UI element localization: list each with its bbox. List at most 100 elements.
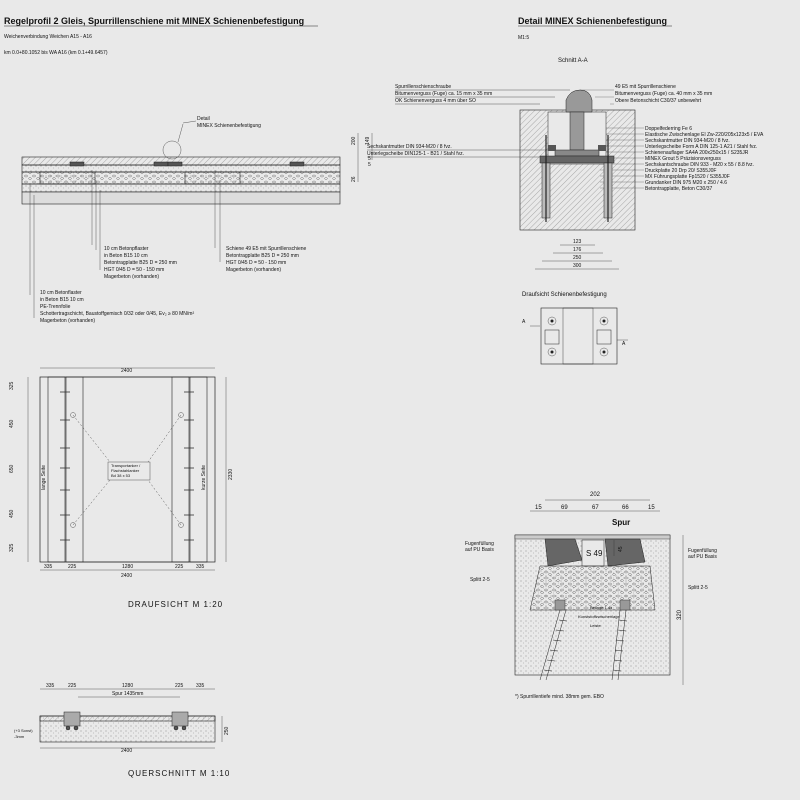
- cross-caption: QUERSCHNITT M 1:10: [128, 769, 230, 778]
- plan-bdim-4: 225: [175, 564, 184, 570]
- regelprofil-section: [21, 156, 341, 205]
- dr-label-8: Schienenauflager SA4A 200x250x15 / S235J…: [645, 150, 749, 156]
- dr-label-12: MX Führungsplatte Fp1520 / S355J0F: [645, 174, 730, 180]
- mid-layer-1: 10 cm Betonpflaster: [104, 246, 149, 252]
- sec2-right-2: auf PU Basis: [688, 554, 717, 560]
- dl-label-5: Unterlegscheibe DIN125-1 - B21 / Stahl f…: [367, 151, 464, 157]
- sec2-dim-5: 15: [648, 505, 655, 511]
- plan-caption: DRAUFSICHT M 1:20: [128, 600, 223, 609]
- sec2-dim-2: 69: [561, 505, 568, 511]
- sec2-right-1: Fugenfüllung: [688, 548, 717, 554]
- sec2-center-2: Kunststoffzwischenlage: [578, 614, 621, 619]
- dr-label-6: Sechskantmutter DIN 934-M20 / 8 fvz.: [645, 138, 730, 144]
- dim-v-4: 5: [368, 162, 371, 168]
- sec2-total: 202: [590, 492, 601, 498]
- dl-label-3: OK Schienenverguss 4 mm über SO: [395, 98, 476, 104]
- dim-v-1: 200: [351, 136, 357, 145]
- plan-ldim-5: 325: [9, 543, 15, 552]
- plan-detail-title: Draufsicht Schienenbefestigung: [522, 292, 607, 298]
- section-aa-drawing: [519, 89, 636, 231]
- dim-v-5: 26: [351, 176, 357, 182]
- sec2-rail: S 49: [586, 549, 603, 558]
- plan-width-bottom: 2400: [121, 573, 132, 579]
- mid-layer-4: HGT 0/45 D = 50 - 150 mm: [104, 267, 164, 273]
- detail-dim-1: 123: [573, 239, 582, 245]
- detail-label-2: MINEX Schienenbefestigung: [197, 123, 261, 129]
- marker-a-right: A: [622, 341, 626, 347]
- plan-ldim-3: 650: [9, 464, 15, 473]
- right-layer-1: Schiene 49 E5 mit Spurrillenschiene: [226, 246, 307, 252]
- sec2-center-1: Beilage 1-4x: [590, 605, 612, 610]
- dr-label-7: Unterlegscheibe Form A DIN 125-1 A21 / S…: [645, 144, 757, 150]
- dr-label-13: Grundanker DIN 975 M20 x 250 / 4.6: [645, 180, 727, 186]
- sec2-left-2: auf PU Basis: [465, 547, 494, 553]
- plan-side-right: kurze Seite: [201, 465, 207, 490]
- plan-center-3: Bd 38 x 53: [111, 473, 131, 478]
- sec2-dim45: 45: [618, 546, 624, 552]
- plan-bdim-1: 335: [44, 564, 53, 570]
- dr-label-4: Doppelfederring Fe 6: [645, 126, 692, 132]
- plan-right-dim: 2330: [228, 469, 234, 480]
- detail-title: Detail MINEX Schienenbefestigung: [518, 16, 667, 26]
- detail-dim-3: 250: [573, 255, 582, 261]
- fastening-plan-view: [530, 307, 628, 365]
- mid-layer-3: Betontragplatte B25 D = 250 mm: [104, 260, 177, 266]
- plan-view: 2400 Transportanker / Flachstahlanker Bd…: [9, 367, 234, 579]
- detail-scale: M1:5: [518, 35, 529, 41]
- sec2-dim-4: 66: [622, 505, 629, 511]
- cross-left-2: -3mm: [14, 734, 25, 739]
- plan-bdim-5: 335: [196, 564, 205, 570]
- sec2-dim-1: 15: [535, 505, 542, 511]
- dim-v-3: 5: [368, 156, 371, 162]
- right-layer-2: Betontragplatte B25 D = 250 mm: [226, 253, 299, 259]
- detail-dim-4: 300: [573, 263, 582, 269]
- bottom-layer-1: 10 cm Betonflaster: [40, 290, 82, 296]
- mid-layer-2: in Beton B15 10 cm: [104, 253, 148, 259]
- sec2-left-3: Splitt 2-5: [470, 577, 490, 583]
- plan-ldim-1: 325: [9, 381, 15, 390]
- left-subtitle: Weichenverbindung Weichen A15 - A16: [4, 34, 92, 40]
- left-km: km 0.0+80.1052 bis WA A16 (km 0.1+49.645…: [4, 50, 108, 56]
- sec2-spur: Spur: [612, 518, 630, 527]
- cross-tdim-4: 225: [175, 683, 184, 689]
- plan-ldim-2: 450: [9, 419, 15, 428]
- bottom-layer-3: PE-Trennfolie: [40, 304, 71, 310]
- left-title: Regelprofil 2 Gleis, Spurrillenschiene m…: [4, 16, 304, 26]
- plan-center-2: Flachstahlanker: [111, 468, 140, 473]
- dr-label-3: Obere Betonschicht C30/37 unbewehrt: [615, 98, 702, 104]
- cross-left-1: (+3 Sonst): [14, 728, 33, 733]
- bottom-layer-4: Schottertragschicht, Baustoffgemisch 0/3…: [40, 311, 194, 317]
- dl-label-4: Sechskantmutter DIN 934-M20 / 8 fvz.: [367, 144, 452, 150]
- cross-right-dim: 250: [224, 726, 230, 735]
- sec2-dim-3: 67: [592, 505, 599, 511]
- right-layer-4: Magerbeton (vorhanden): [226, 267, 281, 273]
- dr-label-14: Betontragplatte, Beton C30/37: [645, 186, 712, 192]
- dr-label-2: Bitumenverguss (Fuge) ca. 40 mm x 35 mm: [615, 91, 712, 97]
- section-title: Schnitt A-A: [558, 58, 588, 64]
- cross-tdim-2: 225: [68, 683, 77, 689]
- cross-tdim-3: 1280: [122, 683, 133, 689]
- cross-spur: Spur 1435mm: [112, 691, 143, 697]
- plan-width-top: 2400: [121, 368, 132, 374]
- sec2-note: *) Spurrillentiefe mind. 38mm gem. EBO: [515, 694, 604, 700]
- dr-label-1: 49 E5 mit Spurrillenschiene: [615, 84, 676, 90]
- cross-tdim-1: 335: [46, 683, 55, 689]
- cross-section: 335 225 1280 225 335 Spur 1435mm 2400 25…: [14, 683, 230, 754]
- detail-label-1: Detail: [197, 116, 210, 122]
- dr-label-9: MINEX Grout 5 Präzisionsverguss: [645, 156, 721, 162]
- dr-label-5: Elastische Zwischenlage El Zw-220/205x12…: [645, 132, 764, 138]
- rail-section-2: 202 15 69 67 66 15 Spur S 49 320 45: [514, 492, 684, 685]
- right-layer-3: HGT 0/45 D = 50 - 150 mm: [226, 260, 286, 266]
- mid-layer-5: Magerbeton (vorhanden): [104, 274, 159, 280]
- dr-label-11: Druckplatte 20 Drp 20/ S355J0F: [645, 168, 716, 174]
- dl-label-1: Spurrillenschienschraube: [395, 84, 451, 90]
- sec2-center-3: Leiste: [590, 623, 601, 628]
- plan-bdim-3: 1280: [122, 564, 133, 570]
- sec2-left-1: Fugenfüllung: [465, 541, 494, 547]
- plan-bdim-2: 225: [68, 564, 77, 570]
- sec2-right-dim: 320: [677, 609, 683, 620]
- marker-a-left: A: [522, 319, 526, 325]
- cross-width: 2400: [121, 748, 132, 754]
- detail-circle: [162, 140, 182, 160]
